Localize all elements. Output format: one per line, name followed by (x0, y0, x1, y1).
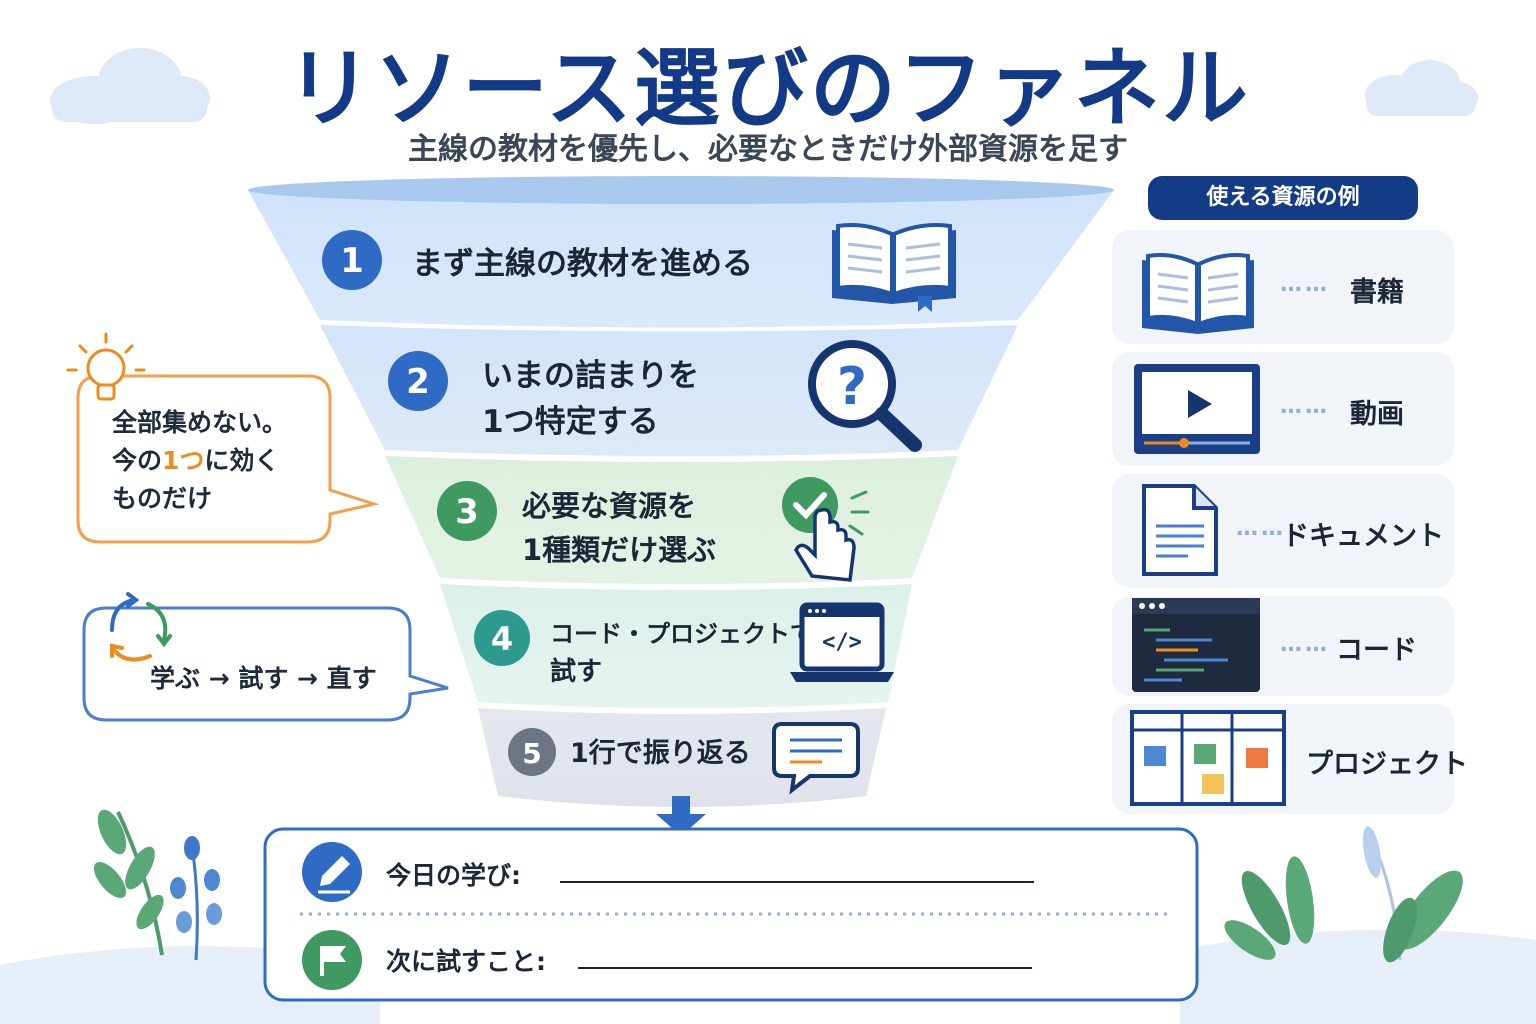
tip-line2: 今の1つに効く (112, 446, 280, 475)
tip-text: 全部集めない。 今の1つに効く ものだけ (112, 404, 287, 518)
cloud-left (50, 48, 210, 124)
resource-card-book: …… 書籍 (1112, 230, 1454, 344)
svg-text:1: 1 (340, 241, 364, 281)
learned-label: 今日の学び: (386, 861, 521, 890)
log-card (263, 827, 1199, 1002)
resource-label-code: コード (1336, 635, 1417, 666)
lightbulb-icon (66, 332, 146, 401)
resource-label-video: 動画 (1350, 399, 1404, 430)
resource-card-document: …… ドキュメント (1112, 474, 1454, 588)
resource-label-project: プロジェクト (1306, 749, 1468, 780)
laptop-code-icon: </> (790, 602, 894, 682)
video-player-icon (1134, 364, 1260, 454)
step-2-text-line1: いまの詰まりを (482, 358, 699, 394)
tip-highlight: 1つ (162, 446, 205, 475)
arrow-down-icon (656, 796, 706, 836)
page-subtitle: 主線の教材を優先し、必要なときだけ外部資源を足す (408, 132, 1128, 167)
check-hand-icon (782, 477, 870, 582)
step-5-text: 1行で振り返る (570, 737, 751, 769)
step-2-badge: 2 (388, 351, 448, 411)
step-1-badge: 1 (322, 230, 382, 290)
dots: …… (1280, 394, 1330, 419)
cycle-text: 学ぶ → 試す → 直す (150, 664, 377, 693)
svg-text:</>: </> (822, 630, 862, 655)
speech-bubble-icon (772, 722, 860, 795)
resource-card-project: プロジェクト (1112, 704, 1468, 814)
pencil-icon (302, 842, 362, 902)
code-editor-icon (1132, 598, 1260, 692)
step-3-badge: 3 (437, 481, 497, 541)
step-4-badge: 4 (474, 610, 530, 666)
resource-label-document: ドキュメント (1282, 521, 1444, 552)
tip-line1: 全部集めない。 (112, 408, 288, 437)
dots: …… (1280, 632, 1330, 657)
cloud-right (1365, 60, 1478, 116)
svg-text:2: 2 (406, 362, 430, 402)
svg-text:4: 4 (491, 620, 513, 658)
dots: …… (1236, 516, 1286, 541)
resource-card-video: …… 動画 (1112, 352, 1454, 466)
hill-right (1180, 929, 1536, 1024)
plant-right-icon (1224, 826, 1463, 963)
page-title: リソース選びのファネル (286, 39, 1250, 139)
tip-line3: ものだけ (112, 484, 213, 513)
step-2-text-line2: 1つ特定する (482, 404, 659, 440)
next-label: 次に試すこと: (386, 947, 546, 976)
step-3-text-line1: 必要な資源を (522, 489, 696, 523)
step-4-text-line1: コード・プロジェクトで (550, 620, 814, 648)
step-1-text: まず主線の教材を進める (412, 246, 753, 282)
svg-text:5: 5 (522, 737, 541, 770)
dots: …… (1280, 272, 1330, 297)
book-icon (1142, 253, 1254, 334)
plant-left-icon (93, 809, 222, 961)
resources-header: 使える資源の例 (1148, 176, 1418, 220)
resource-label-book: 書籍 (1350, 277, 1404, 308)
tip-bubble (76, 374, 380, 544)
step-5-badge: 5 (508, 728, 556, 776)
kanban-board-icon (1130, 710, 1286, 806)
magnifier-question-icon: ? (808, 340, 922, 452)
step-3-text-line2: 1種類だけ選ぶ (522, 533, 716, 567)
svg-text:?: ? (837, 357, 867, 417)
flag-icon (302, 930, 362, 990)
document-icon (1142, 484, 1218, 576)
svg-text:3: 3 (455, 492, 479, 532)
book-icon (832, 223, 956, 312)
resource-card-code: …… コード (1112, 596, 1454, 696)
cycle-arrows-icon (110, 592, 172, 662)
step-4-text-line2: 試す (550, 656, 602, 687)
cycle-bubble (82, 606, 449, 722)
